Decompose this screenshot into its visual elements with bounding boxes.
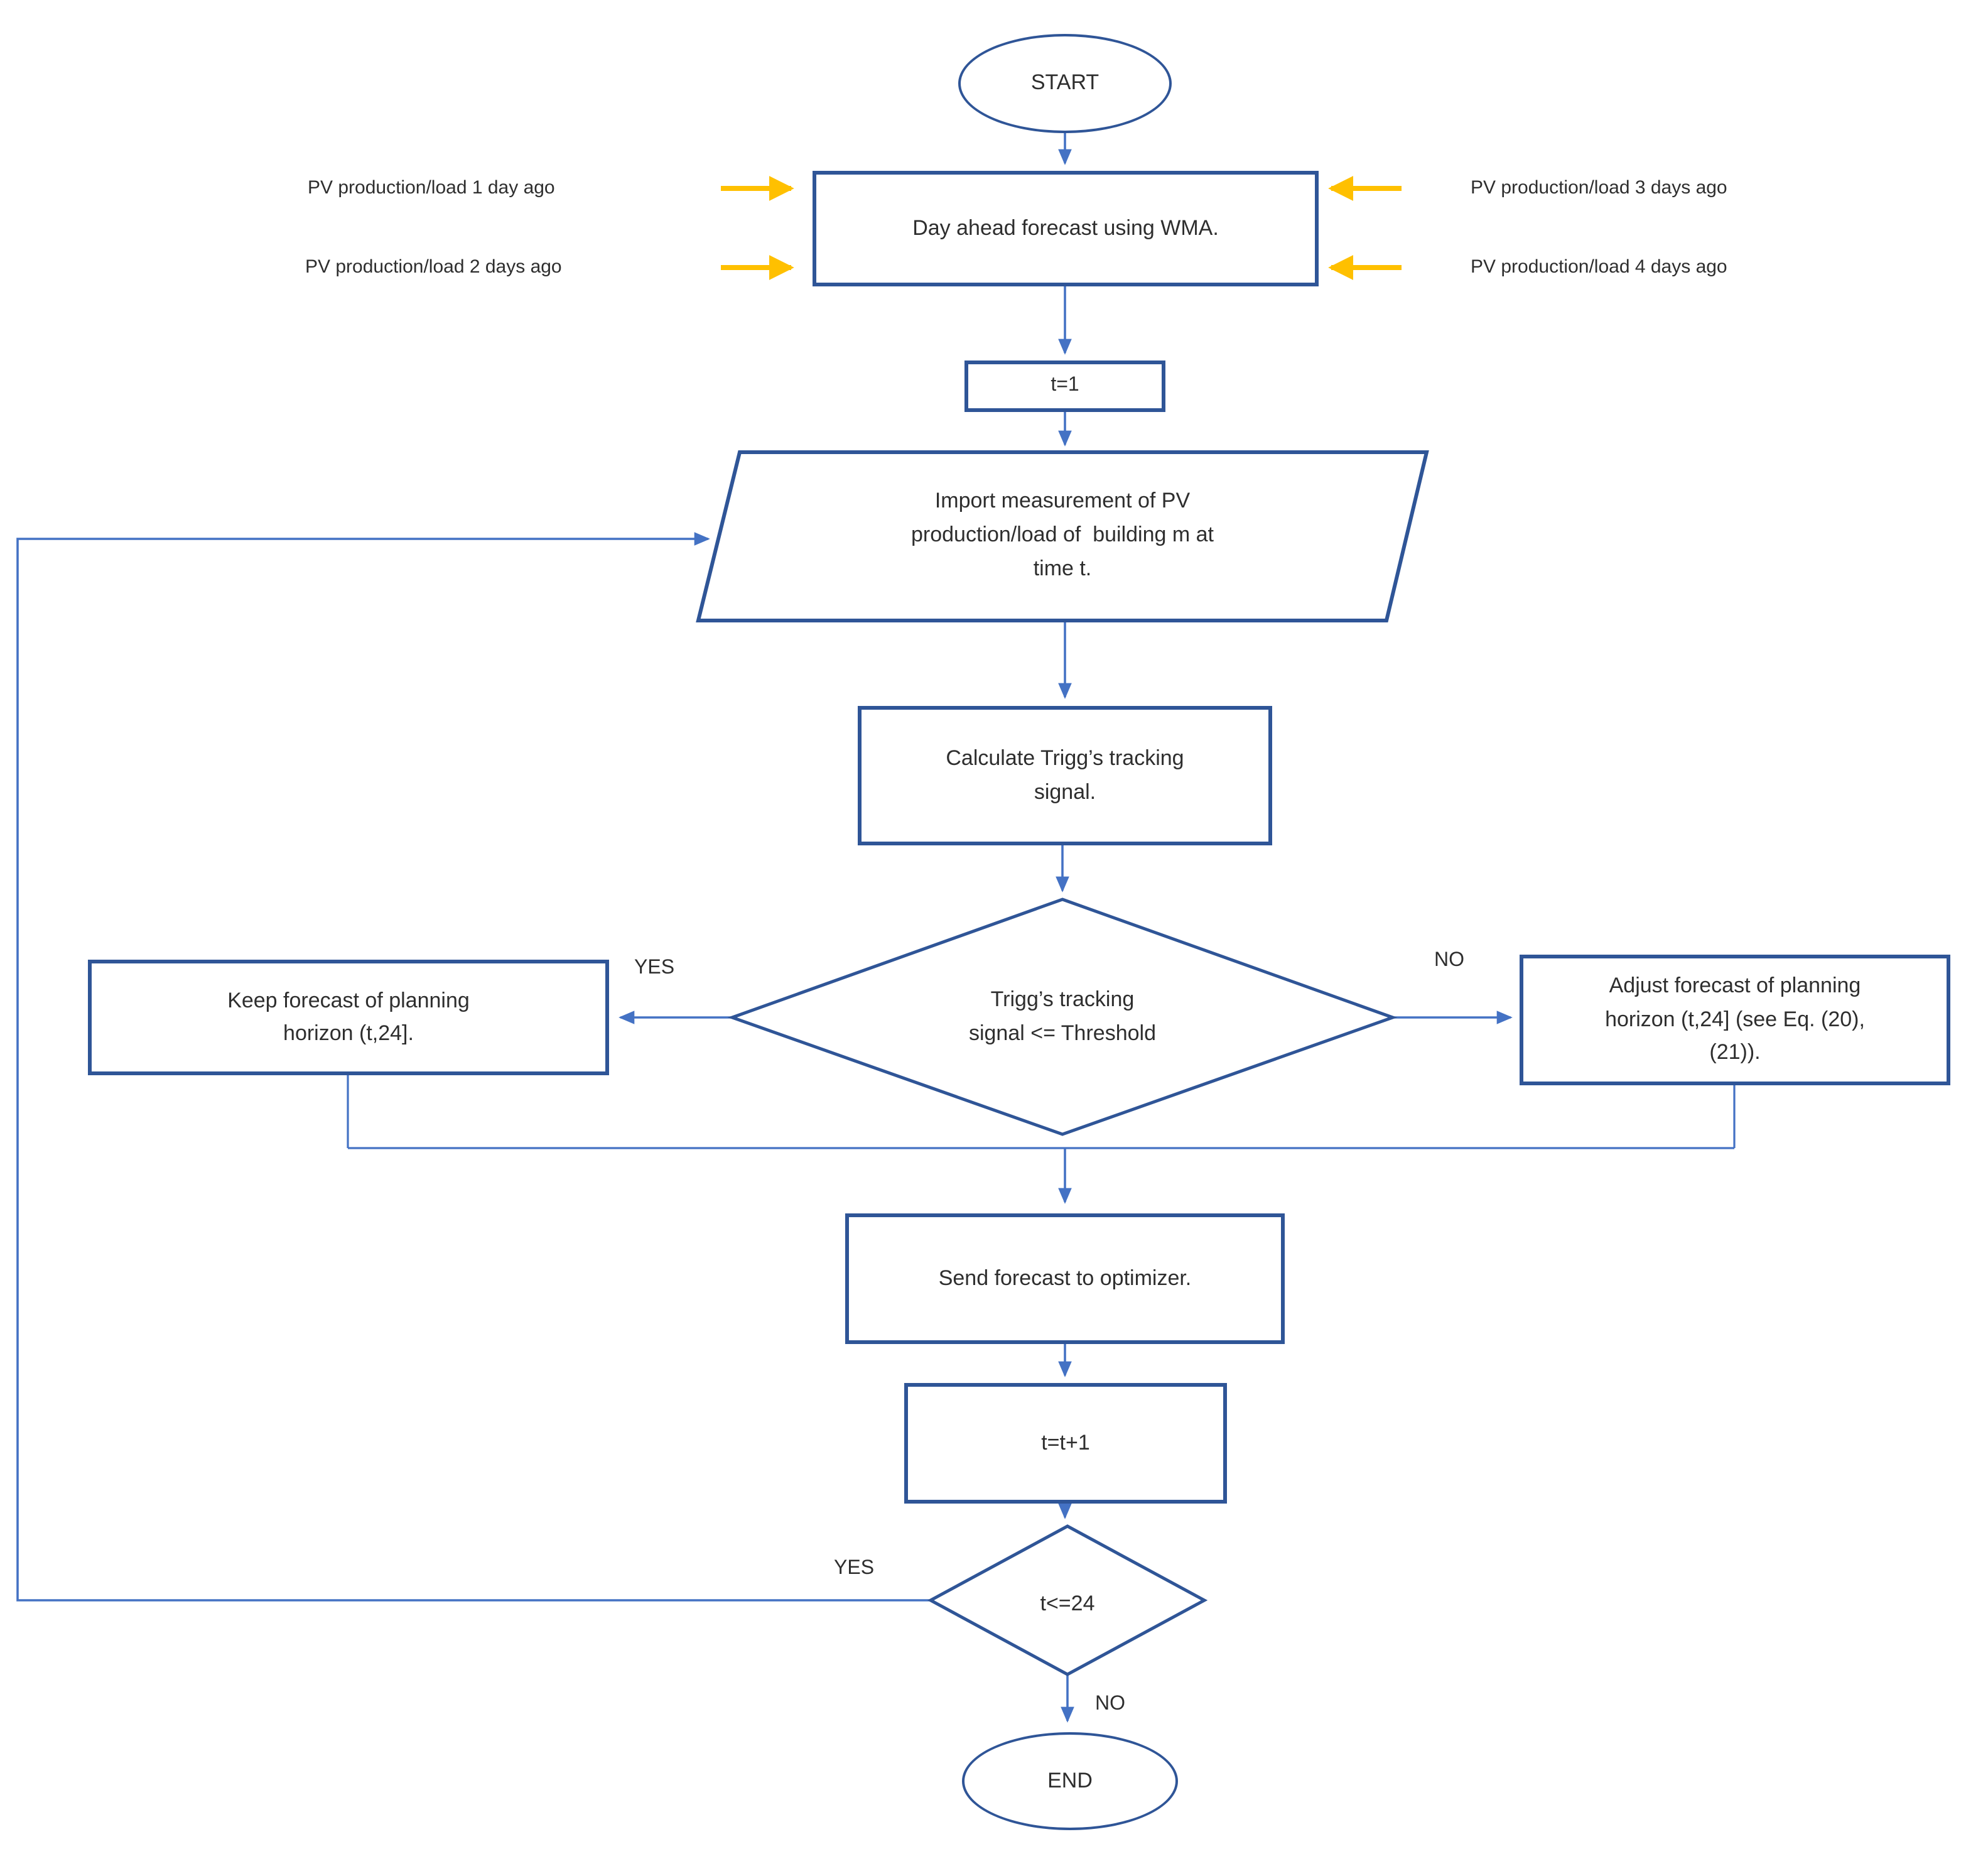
loop-no-label: NO [1095, 1693, 1125, 1715]
edge-loop-back [16, 532, 931, 1602]
input-label-3days: PV production/load 3 days ago [1471, 177, 1727, 198]
adjust-forecast-label: Adjust forecast of planning horizon (t,2… [1605, 973, 1865, 1065]
keep-forecast-label: Keep forecast of planning horizon (t,24]… [227, 988, 470, 1045]
threshold-decision-label: Trigg’s tracking signal <= Threshold [968, 987, 1156, 1046]
calculate-label: Calculate Trigg’s tracking signal. [946, 746, 1184, 803]
import-parallelogram [696, 450, 1429, 622]
input-label-4days: PV production/load 4 days ago [1471, 256, 1727, 278]
loop-decision-label: t<=24 [1040, 1591, 1095, 1615]
import-measurement-label: Import measurement of PV production/load… [911, 489, 1214, 581]
threshold-no-label: NO [1434, 950, 1464, 971]
t-init-label: t=1 [1051, 374, 1079, 396]
input-label-2days: PV production/load 2 days ago [305, 256, 562, 278]
adjust-forecast-node: Adjust forecast of planning horizon (t,2… [1520, 955, 1950, 1085]
send-forecast-label: Send forecast to optimizer. [938, 1266, 1192, 1290]
calculate-node: Calculate Trigg’s tracking signal. [858, 706, 1272, 845]
threshold-decision-diamond [727, 897, 1398, 1136]
loop-decision-diamond [927, 1524, 1208, 1676]
start-label: START [1030, 70, 1099, 95]
start-node: START [958, 34, 1172, 133]
end-label: END [1047, 1768, 1093, 1792]
increment-t-label: t=t+1 [1041, 1430, 1090, 1455]
increment-t-node: t=t+1 [904, 1383, 1227, 1504]
forecast-label: Day ahead forecast using WMA. [912, 215, 1219, 240]
end-node: END [962, 1732, 1178, 1830]
forecast-node: Day ahead forecast using WMA. [813, 171, 1319, 286]
t-init-node: t=1 [964, 361, 1165, 412]
keep-forecast-node: Keep forecast of planning horizon (t,24]… [88, 960, 609, 1075]
threshold-yes-label: YES [634, 957, 675, 979]
input-label-1day: PV production/load 1 day ago [308, 177, 555, 198]
send-forecast-node: Send forecast to optimizer. [845, 1213, 1285, 1344]
loop-yes-label: YES [834, 1558, 875, 1579]
